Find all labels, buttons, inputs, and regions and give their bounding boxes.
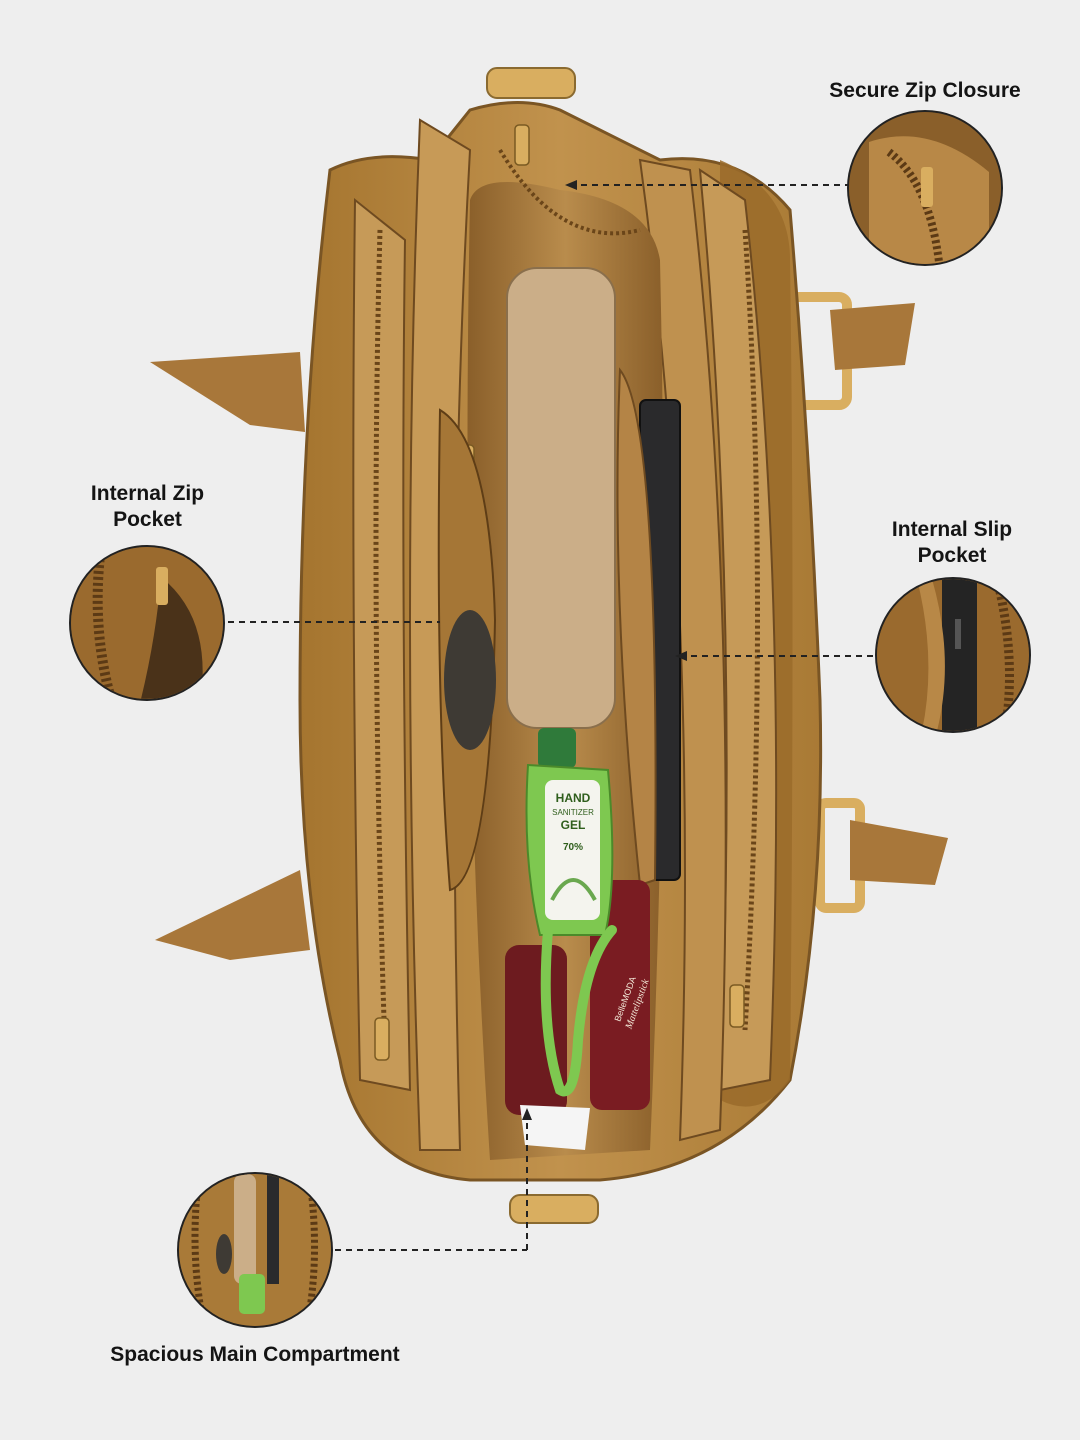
label-internal-slip-line1: Internal Slip [891,518,1013,541]
detail-circle-internal-slip-pocket [875,577,1031,733]
detail-circle-main-compartment [177,1172,333,1328]
label-internal-slip-line2: Pocket [917,544,987,567]
sanitizer-text-3: GEL [561,818,586,832]
label-spacious-main-compartment: Spacious Main Compartment [110,1343,400,1366]
label-internal-slip-pocket: Internal Slip Pocket [862,517,1042,569]
sanitizer-text-2: SANITIZER [552,808,594,817]
label-internal-zip-line1: Internal Zip [90,482,205,505]
right-handle-tabs [770,292,948,913]
label-secure-zip-closure: Secure Zip Closure [829,79,1021,102]
sanitizer-bottle: HAND SANITIZER GEL 70% [525,728,617,1097]
callout-leaders [228,184,875,1251]
umbrella-sleeve [506,267,616,729]
left-handle-tabs [150,352,310,960]
detail-circle-internal-zip-pocket [69,545,225,701]
label-internal-zip-pocket: Internal Zip Pocket [60,481,235,533]
label-internal-zip-line2: Pocket [113,508,182,531]
sanitizer-text-4: 70% [563,842,583,853]
sanitizer-text-1: HAND [556,791,591,805]
detail-circle-zip-closure [847,110,1003,266]
